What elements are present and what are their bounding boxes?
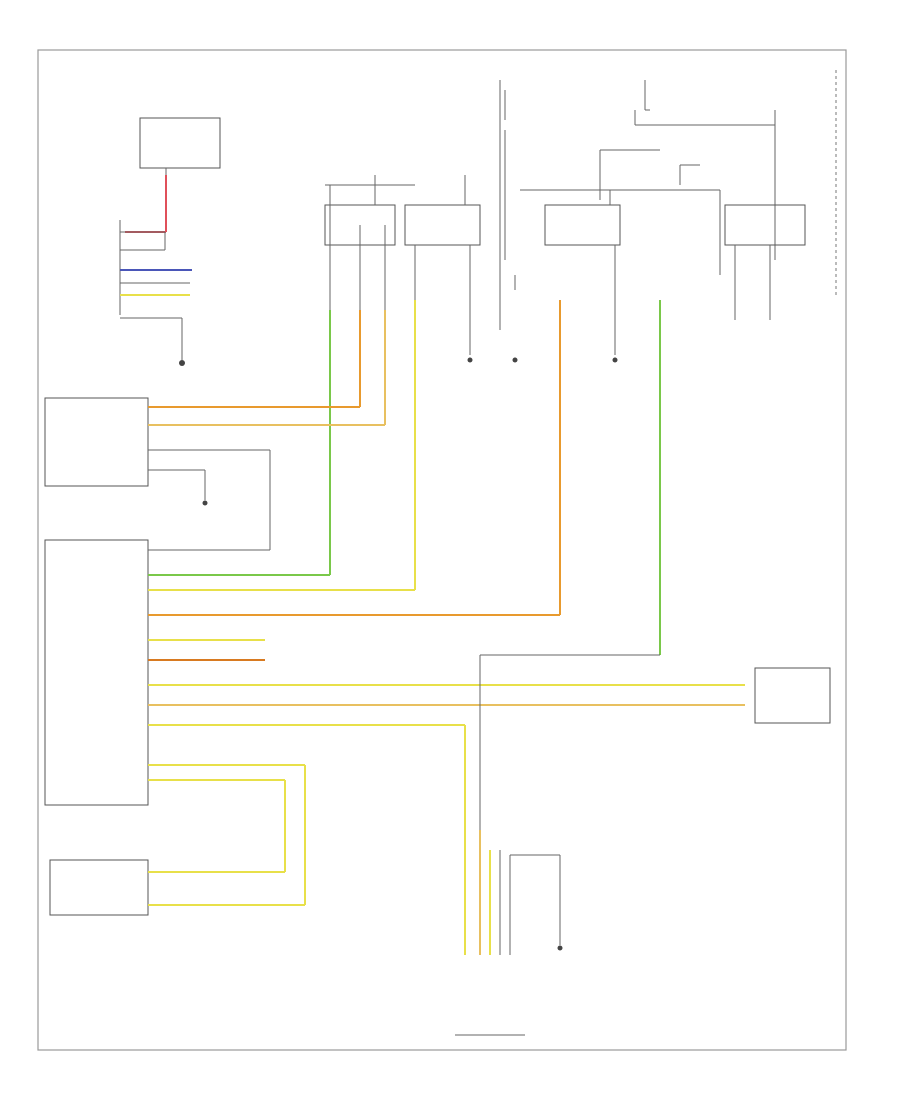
- body-control-module: [44, 539, 745, 830]
- module-left-upper: [44, 397, 385, 550]
- relay-module-1: [324, 175, 415, 310]
- supply-top-centre: [499, 80, 516, 330]
- harness-bottom-connector: [455, 725, 563, 1036]
- harness-vertical-runs: [329, 300, 661, 655]
- switch-connector-left: [119, 220, 192, 345]
- fuse-module-top-left: [125, 117, 221, 233]
- diagram-frame: [37, 49, 847, 1051]
- relay-module-3: [520, 189, 720, 355]
- relay-module-4: [719, 190, 806, 320]
- ground-symbol-left: [179, 345, 185, 366]
- ground-symbols-top-row: [467, 357, 618, 363]
- module-right: [754, 667, 831, 724]
- relay-module-2: [404, 175, 481, 355]
- module-lower-left: [49, 765, 306, 916]
- supply-top-right: [599, 80, 776, 260]
